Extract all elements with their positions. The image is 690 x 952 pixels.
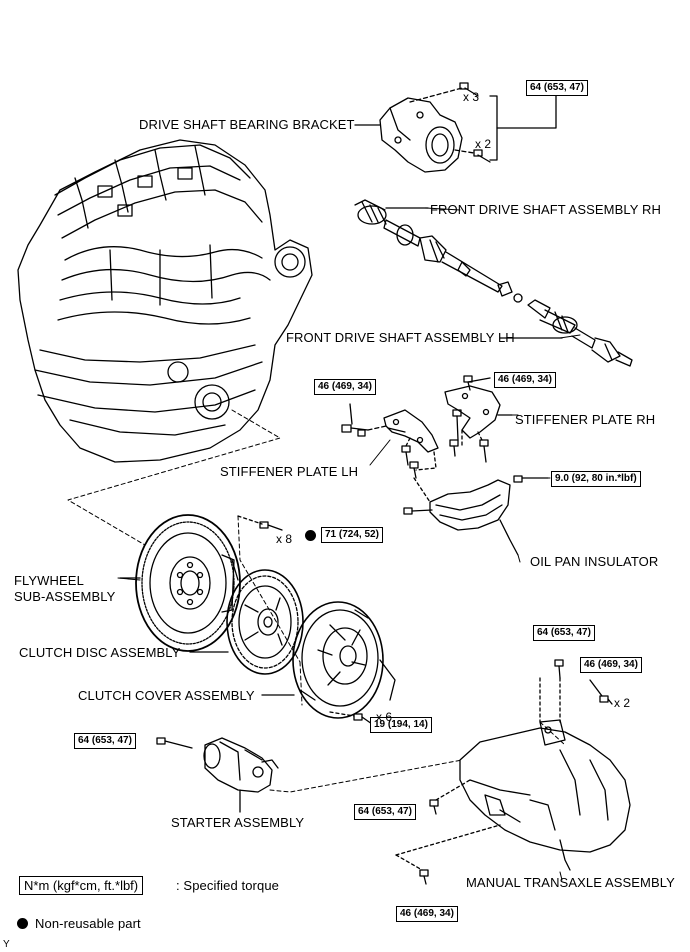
starter-illustration xyxy=(156,737,279,813)
torque-flywheel: 71 (724, 52) xyxy=(321,527,383,543)
transaxle-bolts xyxy=(395,659,613,885)
label-flywheel-line2: SUB-ASSEMBLY xyxy=(14,589,116,604)
engine-illustration xyxy=(17,139,313,463)
label-front-drive-shaft-rh: FRONT DRIVE SHAFT ASSEMBLY RH xyxy=(430,202,661,217)
torque-starter: 64 (653, 47) xyxy=(74,733,136,749)
qty-clutch-cover: x 6 xyxy=(376,710,393,724)
torque-transaxle-top: 64 (653, 47) xyxy=(533,625,595,641)
torque-transaxle-bottom: 46 (469, 34) xyxy=(396,906,458,922)
assembly-dashed-lines xyxy=(67,409,566,793)
flywheel-bolt xyxy=(237,515,283,531)
clutch-disc-illustration xyxy=(189,569,304,675)
legend-torque-desc: : Specified torque xyxy=(176,878,279,893)
label-drive-shaft-bearing-bracket: DRIVE SHAFT BEARING BRACKET xyxy=(139,117,355,132)
oil-pan-insulator-illustration xyxy=(403,475,549,556)
torque-transaxle-mid: 64 (653, 47) xyxy=(354,804,416,820)
legend-nonreusable-text: Non-reusable part xyxy=(35,916,141,931)
qty-flywheel: x 8 xyxy=(276,532,293,546)
label-starter: STARTER ASSEMBLY xyxy=(171,815,305,830)
bearing-bracket-illustration xyxy=(354,97,463,173)
qty-transaxle-side: x 2 xyxy=(614,696,631,710)
stiffener-plate-rh-illustration xyxy=(444,375,513,463)
legend-torque-unit: N*m (kgf*cm, ft.*lbf) xyxy=(19,876,144,895)
qty-bracket-bottom: x 2 xyxy=(475,137,492,151)
label-stiffener-plate-lh: STIFFENER PLATE LH xyxy=(220,464,359,479)
torque-transaxle-side: 46 (469, 34) xyxy=(580,657,642,673)
nonreusable-marker xyxy=(305,530,316,541)
torque-bracket: 64 (653, 47) xyxy=(526,80,588,96)
label-stiffener-plate-rh: STIFFENER PLATE RH xyxy=(515,412,656,427)
stiffener-plate-lh-illustration xyxy=(341,403,439,479)
legend-nonreusable-dot xyxy=(17,918,28,929)
torque-stiffener-lh: 46 (469, 34) xyxy=(314,379,376,395)
qty-bracket-top: x 3 xyxy=(463,90,480,104)
label-front-drive-shaft-lh: FRONT DRIVE SHAFT ASSEMBLY LH xyxy=(286,330,515,345)
torque-clutch-cover: 19 (194, 14) xyxy=(370,717,432,733)
label-manual-transaxle: MANUAL TRANSAXLE ASSEMBLY xyxy=(466,875,675,890)
corner-mark: Y xyxy=(3,939,10,950)
label-flywheel-line1: FLYWHEEL xyxy=(14,573,84,588)
label-leaders xyxy=(117,207,581,881)
flywheel-illustration xyxy=(119,514,241,652)
label-oil-pan-insulator: OIL PAN INSULATOR xyxy=(530,554,659,569)
clutch-cover-illustration xyxy=(261,601,396,719)
transaxle-illustration xyxy=(459,719,631,871)
drive-shaft-rh-illustration xyxy=(354,199,523,303)
torque-stiffener-rh: 46 (469, 34) xyxy=(494,372,556,388)
torque-insulator: 9.0 (92, 80 in.*lbf) xyxy=(551,471,641,487)
label-clutch-cover: CLUTCH COVER ASSEMBLY xyxy=(78,688,255,703)
bracket-bolts xyxy=(409,82,557,163)
label-clutch-disc: CLUTCH DISC ASSEMBLY xyxy=(19,645,181,660)
